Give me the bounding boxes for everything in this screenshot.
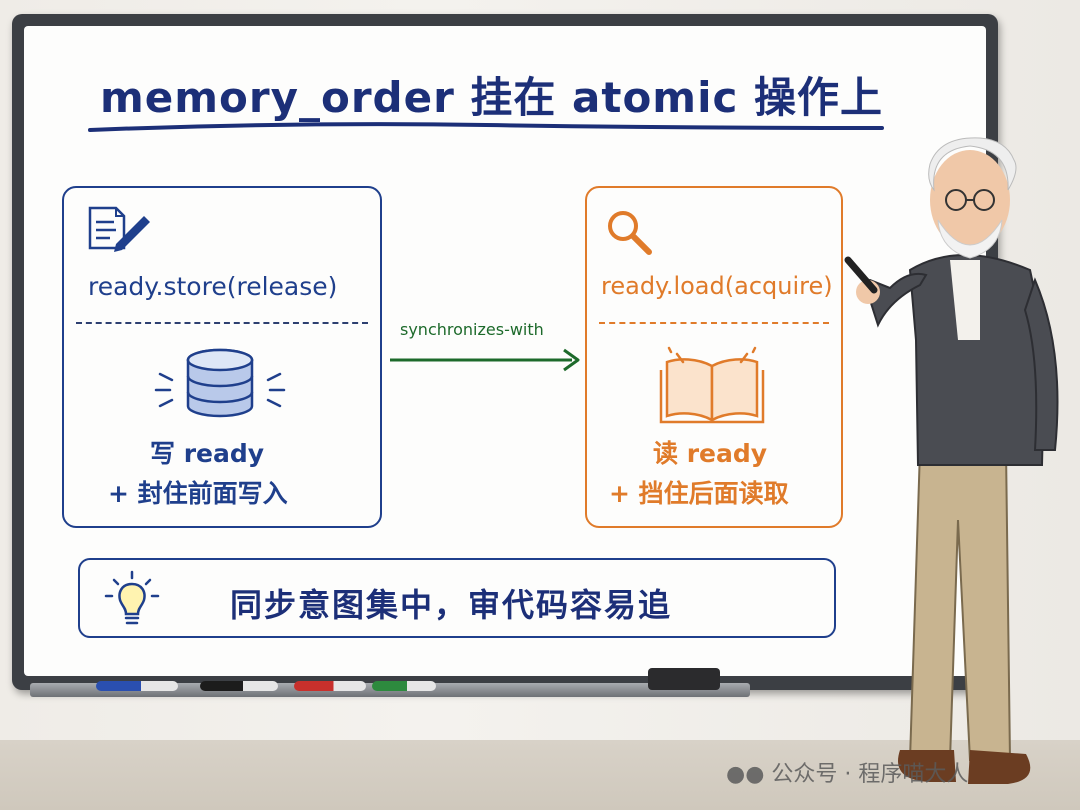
lightbulb-icon	[104, 570, 160, 625]
acquire-code: ready.load(acquire)	[601, 272, 833, 300]
wechat-icon: ●●	[726, 762, 765, 787]
summary-box: 同步意图集中，审代码容易追	[78, 558, 836, 638]
acquire-divider	[599, 322, 829, 324]
acquire-caption-1: 读 ready	[653, 439, 768, 468]
acquire-caption-2: + 挡住后面读取	[609, 479, 789, 508]
summary-text: 同步意图集中，审代码容易追	[230, 586, 673, 624]
green-marker	[372, 681, 436, 691]
document-pen-icon	[88, 206, 150, 252]
blue-marker	[96, 681, 178, 691]
arrow-label: synchronizes-with	[400, 320, 544, 339]
watermark: ●● 公众号 · 程序喵大人	[726, 756, 968, 788]
release-caption-1: 写 ready	[150, 439, 265, 468]
teacher-illustration	[844, 137, 1059, 784]
acquire-panel: ready.load(acquire) 读 ready + 挡住后面读取	[585, 186, 843, 528]
release-caption-2: + 封住前面写入	[108, 479, 288, 508]
page-title: memory_order 挂在 atomic 操作上	[100, 73, 883, 122]
eraser	[648, 668, 720, 690]
database-icon	[154, 348, 286, 418]
magnifier-icon	[608, 211, 652, 255]
black-marker	[200, 681, 278, 691]
title-underline	[88, 122, 884, 132]
release-divider	[76, 322, 368, 324]
release-panel: ready.store(release) 写 ready + 封住前面写入	[62, 186, 382, 528]
open-book-icon	[659, 346, 765, 424]
release-code: ready.store(release)	[88, 272, 338, 301]
red-marker	[294, 681, 366, 691]
synchronizes-with-arrow	[390, 348, 580, 372]
watermark-text: 公众号 · 程序喵大人	[771, 762, 969, 787]
